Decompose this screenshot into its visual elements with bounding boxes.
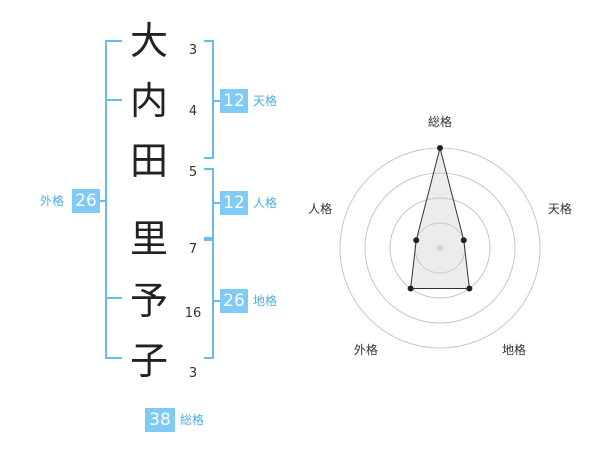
stroke-count-2: 4 (188, 104, 198, 119)
chikaku-label: 地格 (253, 294, 278, 308)
name-char-4: 里 (129, 217, 168, 261)
soukaku-value-badge: 38 (145, 408, 175, 432)
stroke-count-5: 16 (184, 306, 202, 321)
jinkaku-label: 人格 (253, 196, 278, 210)
radar-point-5 (413, 237, 420, 244)
tenkaku-label: 天格 (253, 94, 278, 108)
name-char-2: 内 (129, 79, 168, 123)
radar-ring-3 (364, 172, 516, 324)
soukaku-label: 総格 (180, 413, 205, 427)
stroke-count-6: 3 (188, 366, 198, 381)
radar-axis-label-3: 地格 (502, 342, 527, 357)
chikaku-bracket (204, 239, 214, 359)
stroke-count-4: 7 (188, 242, 198, 257)
gaikaku-value-badge: 26 (72, 189, 100, 213)
radar-ring-2 (389, 197, 491, 299)
radar-point-1 (437, 145, 443, 151)
stroke-count-3: 5 (188, 165, 198, 180)
tenkaku-value-badge: 12 (220, 89, 248, 113)
chikaku-value-badge: 26 (220, 289, 248, 313)
radar-point-4 (407, 285, 414, 292)
radar-point-3 (466, 285, 473, 292)
gaikaku-label: 外格 (40, 194, 65, 208)
radar-axis-label-2: 天格 (547, 202, 572, 217)
name-char-3: 田 (129, 139, 168, 183)
name-char-5: 予 (129, 279, 168, 323)
gaikaku-bracket (105, 40, 122, 359)
tenkaku-bracket (204, 40, 214, 159)
radar-area (410, 147, 470, 289)
radar-center (437, 245, 443, 251)
name-char-6: 子 (129, 339, 168, 383)
stroke-count-1: 3 (188, 43, 198, 58)
radar-axis-label-1: 総格 (427, 115, 452, 129)
name-char-1: 大 (129, 19, 168, 63)
radar-point-2 (460, 237, 467, 244)
jinkaku-value-badge: 12 (220, 191, 248, 215)
radar-axis-label-5: 人格 (308, 202, 333, 217)
radar-axis-label-4: 外格 (353, 342, 378, 357)
